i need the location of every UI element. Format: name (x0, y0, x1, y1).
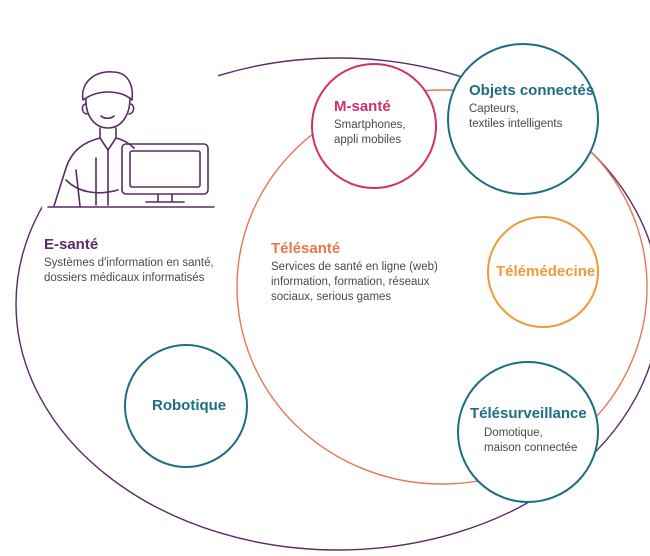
objets-connectes-circle (447, 43, 599, 195)
robotique-title: Robotique (152, 397, 227, 414)
esante-circle (15, 57, 650, 551)
telesurveillance-description: Domotique, maison connectée (484, 427, 578, 454)
telesante-circle (236, 89, 648, 485)
telesante-title: Télésanté (271, 240, 341, 257)
telesurveillance-circle (457, 361, 599, 503)
telemedecine-title: Télémédecine (496, 263, 596, 280)
objets-connectes-title: Objets connectés (469, 82, 595, 99)
telesurveillance-title: Télésurveillance (470, 405, 587, 422)
msante-description: Smartphones, appli mobiles (334, 119, 406, 146)
objets-connectes-description: Capteurs, textiles intelligents (469, 103, 563, 130)
robotique-circle (124, 344, 248, 468)
msante-title: M-santé (334, 98, 391, 115)
telemedecine-circle (487, 216, 599, 328)
telesante-description: Services de santé en ligne (web) informa… (271, 261, 438, 303)
person-at-computer-icon (42, 71, 218, 217)
esante-title: E-santé (44, 236, 99, 253)
msante-circle (311, 63, 437, 189)
esante-description: Systèmes d'information en santé, dossier… (44, 257, 214, 284)
